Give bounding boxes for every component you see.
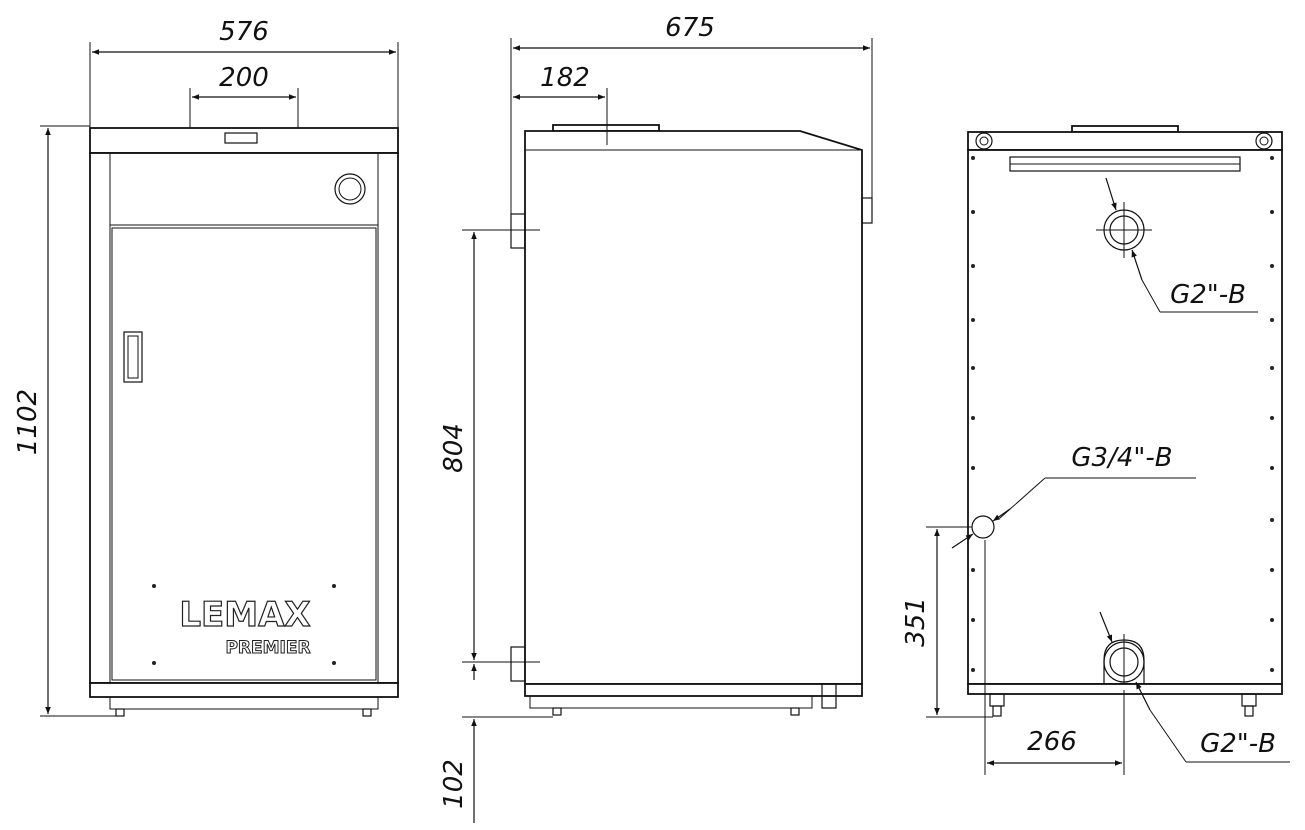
- dim-side-depth: 675: [665, 13, 715, 43]
- side-dimensions: 675 182 804 102: [439, 13, 873, 823]
- dim-front-width: 576: [219, 17, 269, 47]
- upper-pipe-stub: [510, 213, 526, 249]
- logo-sub-text: PREMIER: [225, 638, 310, 658]
- logo-main-text: LEMAX: [179, 595, 310, 635]
- dim-side-pipe-span: 804: [439, 423, 469, 473]
- dim-side-bottom: 102: [439, 759, 469, 809]
- dim-front-flue: 200: [219, 63, 269, 93]
- boiler-door: [111, 227, 377, 681]
- dim-side-flue-offset: 182: [540, 63, 590, 93]
- front-view: LEMAX PREMIER: [89, 127, 399, 717]
- dim-front-height: 1102: [13, 389, 43, 455]
- lower-pipe-stub: [510, 646, 526, 682]
- brand-logo: LEMAX PREMIER: [179, 594, 311, 658]
- door-handle-icon: [123, 331, 143, 383]
- front-dimensions: 576 200 1102: [13, 17, 399, 717]
- bottom-pipe-label: G2"-B: [1200, 729, 1276, 759]
- dim-back-inlet-height: 351: [901, 597, 931, 647]
- top-pipe-label: G2"-B: [1170, 280, 1246, 310]
- side-view: [510, 124, 873, 716]
- dim-back-outlet-offset: 266: [1027, 727, 1077, 757]
- back-view: [967, 125, 1283, 717]
- pressure-gauge-icon: [334, 173, 366, 205]
- back-dimensions: G2"-B G3/4"-B G2"-B 351 266: [901, 177, 1290, 775]
- side-pipe-label: G3/4"-B: [1071, 443, 1172, 473]
